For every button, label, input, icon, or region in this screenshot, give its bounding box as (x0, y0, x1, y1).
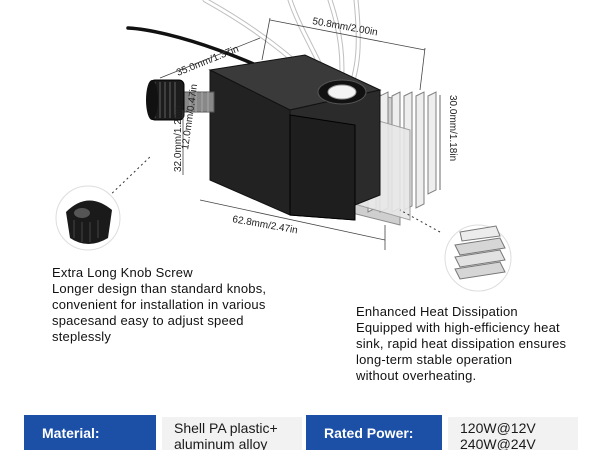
dimension-lines (159, 17, 441, 250)
material-value-line: Shell PA plastic+ (174, 420, 278, 436)
knob-detail-callout (55, 154, 153, 251)
heat-feature-line: long-term stable operation (356, 352, 513, 367)
dim-length: 50.8mm/2.00in (311, 16, 378, 38)
dim-width: 62.8mm/2.47in (231, 214, 298, 236)
knob-feature-line: steplessly (52, 329, 112, 344)
dim-body: 32.0mm/1.26in (173, 106, 184, 172)
rated-power-value-line: 240W@24V (460, 436, 536, 450)
rated-power-label: Rated Power: (306, 415, 442, 450)
knob-feature-line: convenient for installation in various (52, 297, 266, 312)
heat-feature-line: without overheating. (356, 368, 477, 383)
heatsink-detail-callout (399, 209, 512, 292)
heat-feature-title: Enhanced Heat Dissipation (356, 304, 518, 319)
material-label: Material: (24, 415, 156, 450)
material-value: Shell PA plastic+ aluminum alloy (162, 417, 302, 450)
knob-feature-caption: Extra Long Knob Screw Longer design than… (52, 265, 312, 345)
spec-bar: Material: Shell PA plastic+ aluminum all… (0, 415, 600, 450)
knob-feature-line: Longer design than standard knobs, (52, 281, 267, 296)
heat-feature-caption: Enhanced Heat Dissipation Equipped with … (356, 304, 596, 384)
rated-power-value-line: 120W@12V (460, 420, 536, 436)
material-value-line: aluminum alloy (174, 436, 268, 450)
housing (208, 54, 382, 221)
heat-feature-line: sink, rapid heat dissipation ensures (356, 336, 567, 351)
dim-height: 30.0mm/1.18in (447, 95, 458, 161)
knob (146, 79, 215, 121)
heat-feature-line: Equipped with high-efficiency heat (356, 320, 560, 335)
knob-feature-line: spacesand easy to adjust speed (52, 313, 244, 328)
knob-feature-title: Extra Long Knob Screw (52, 265, 193, 280)
rated-power-value: 120W@12V 240W@24V (448, 417, 578, 450)
